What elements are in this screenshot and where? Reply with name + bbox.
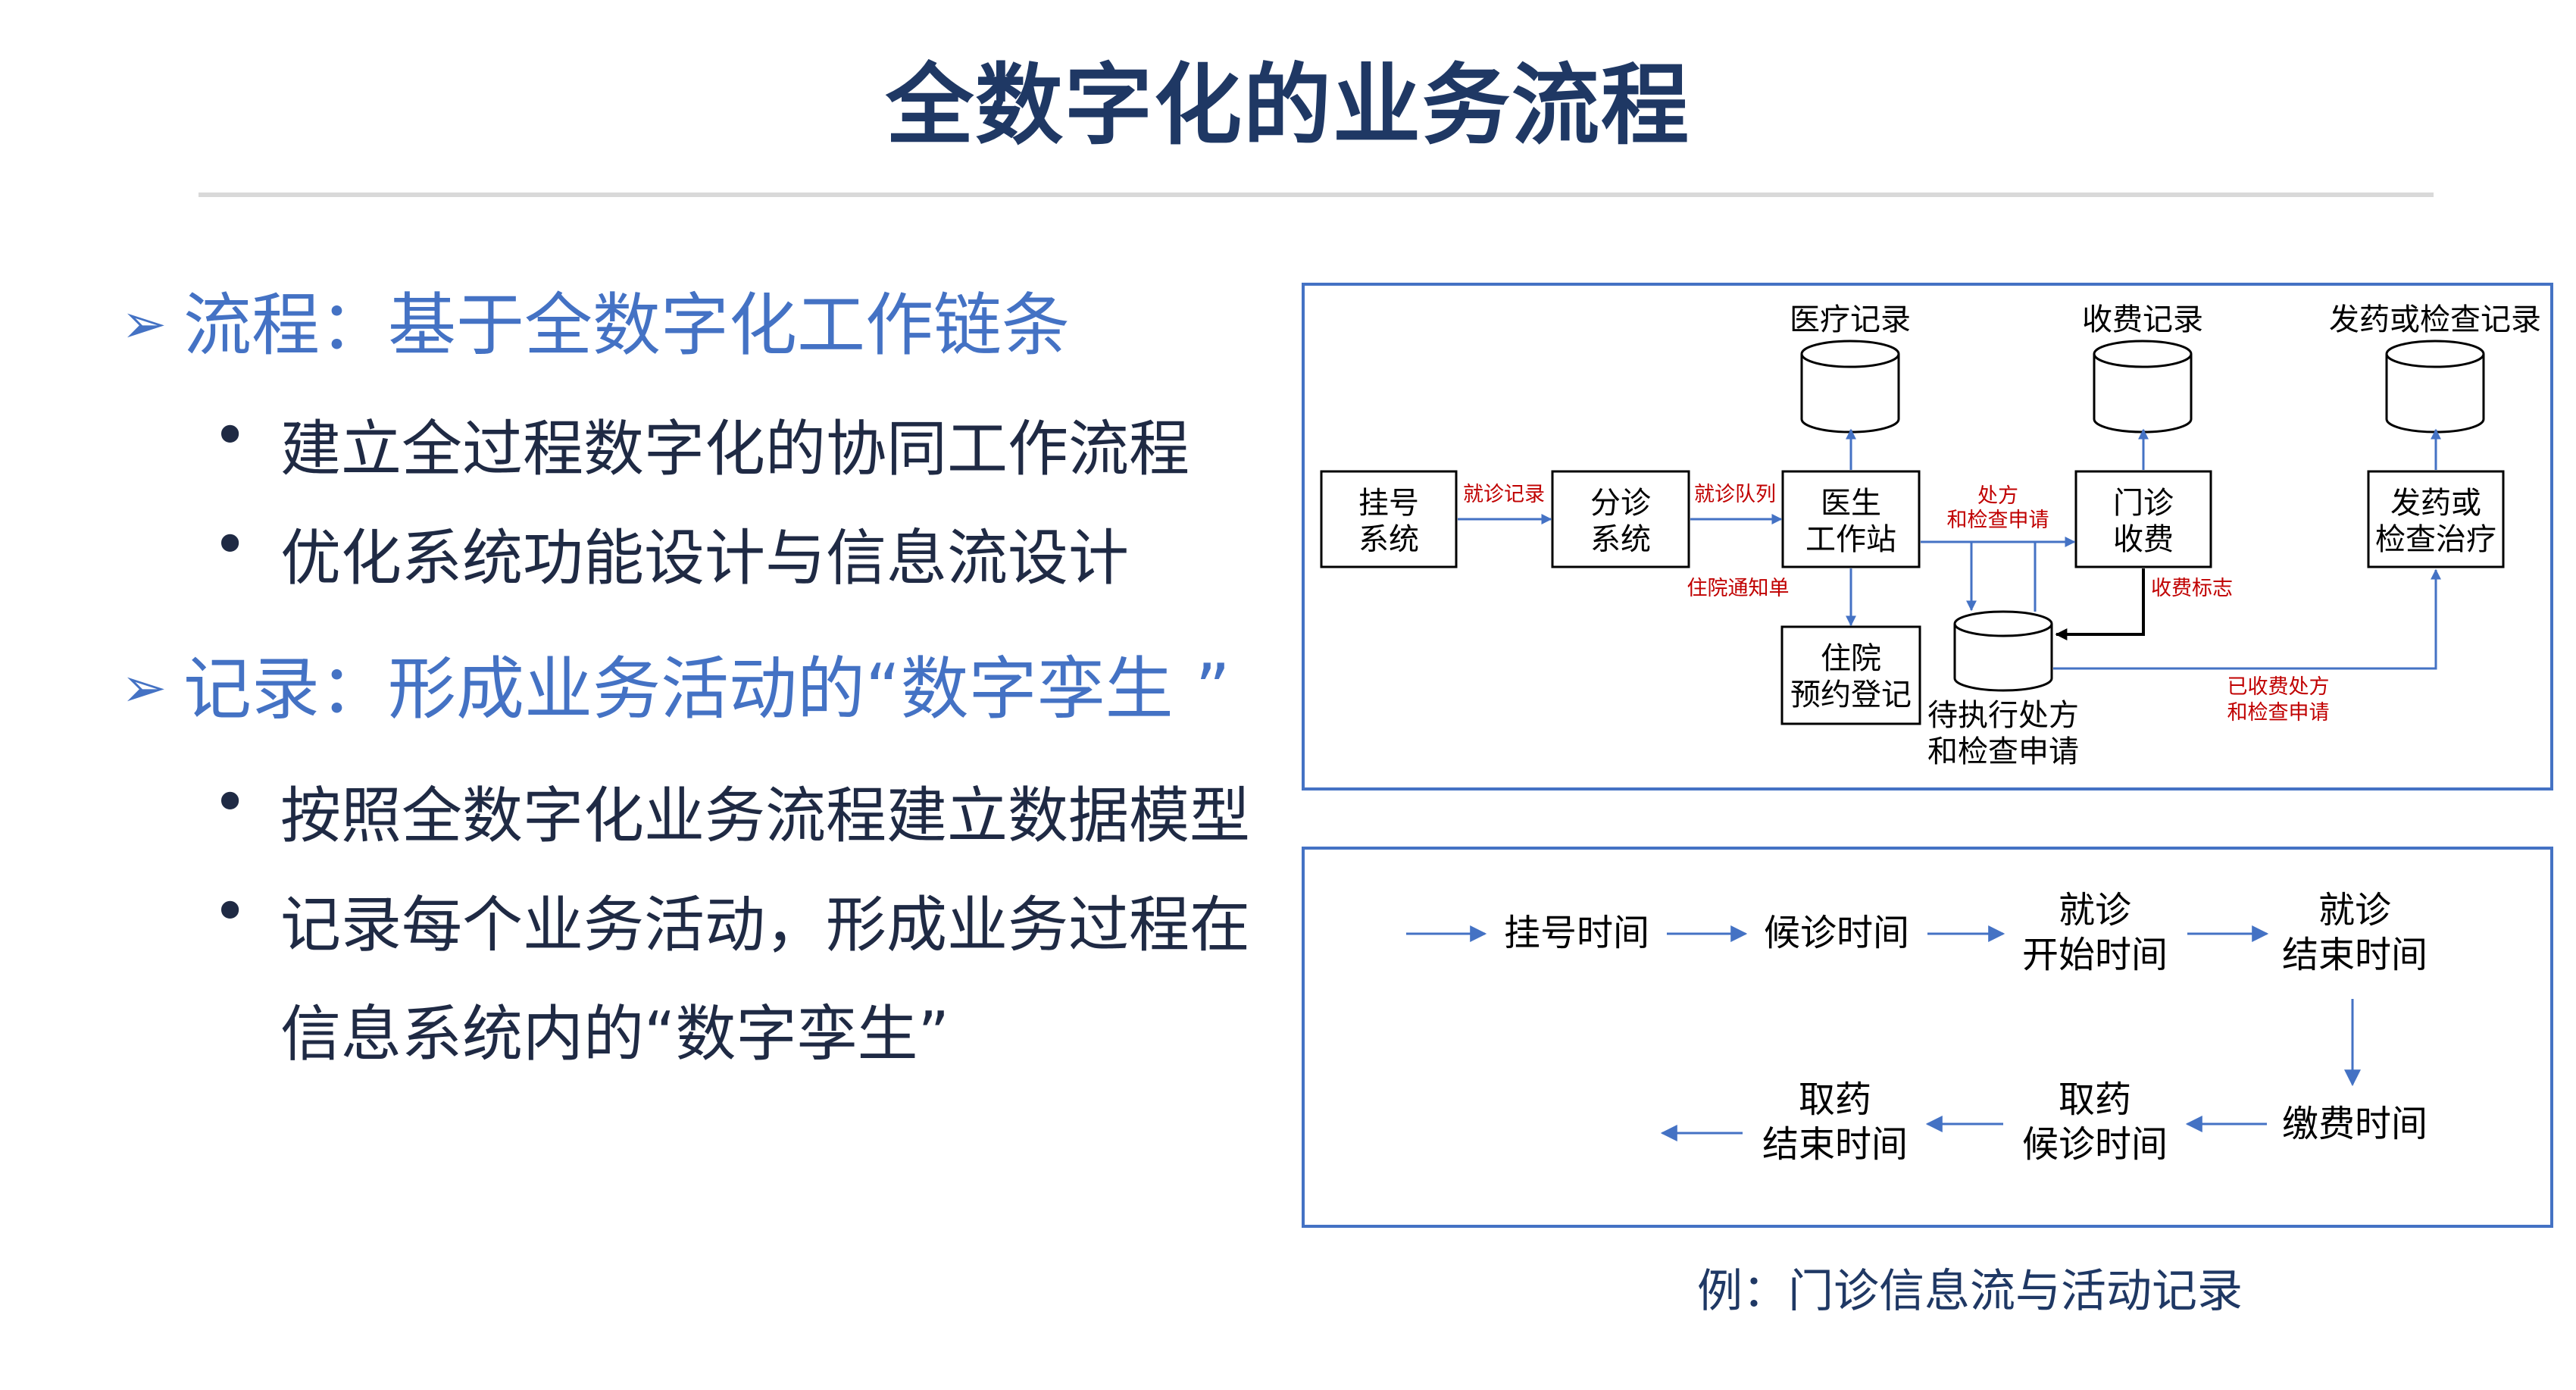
box-label: 收费 [2113,522,2174,557]
timeline-step: 开始时间 [2022,934,2168,976]
db-label-medical-record: 医疗记录 [1790,302,1911,337]
flow-arrow [2053,568,2441,670]
bullet-item: • 按照全数字化业务流程建立数据模型 [212,767,1250,855]
edge-label: 和检查申请 [1947,509,2049,532]
db-label-dispense-record: 发药或检查记录 [2329,302,2541,337]
db-cylinder-medical-record [1800,340,1900,434]
information-flow-svg: 医疗记录 收费记录 发药或检查记录 挂号 系统 分诊 系统 医生 工作站 门诊 … [1320,302,2541,769]
heading-record-text: 记录：形成业务活动的“数字孪生 ” [183,650,1230,729]
edge-label: 就诊记录 [1463,483,1545,506]
box-outpatient-cashier [2074,470,2212,568]
bullet-text: 建立全过程数字化的协同工作流程 [280,414,1190,484]
bullet-text: 记录每个业务活动，形成业务过程在 [280,890,1250,960]
db-label-pending: 和检查申请 [1927,734,2079,769]
bullet-dot-icon: • [212,400,249,471]
box-triage-system [1551,470,1690,568]
box-label: 挂号 [1358,486,1419,521]
timeline-step: 取药 [2059,1079,2131,1121]
box-label: 门诊 [2113,486,2174,521]
bullet-dot-icon: • [212,876,249,947]
bullet-item: • 记录每个业务活动，形成业务过程在 [212,876,1250,964]
edge-label: 和检查申请 [2227,701,2330,725]
box-doctor-workstation [1781,470,1921,568]
db-label-pending: 待执行处方 [1927,698,2079,733]
bullet-text: 按照全数字化业务流程建立数据模型 [280,781,1250,851]
timeline-step: 挂号时间 [1504,912,1649,954]
db-label-fee-record: 收费记录 [2082,302,2203,337]
db-cylinder-dispense-record [2385,340,2485,434]
bullet-item: • 优化系统功能设计与信息流设计 [212,509,1129,597]
box-label: 预约登记 [1790,678,1912,712]
box-label: 发药或 [2390,486,2481,521]
arrow-bullet-icon: ➢ [121,292,167,355]
arrow-bullet-icon: ➢ [121,656,167,719]
edge-label: 处方 [1977,484,2018,508]
box-inpatient-booking [1780,625,1921,725]
bullet-dot-icon: • [212,767,249,837]
db-cylinder-fee-record [2093,340,2193,434]
heading-record: ➢ 记录：形成业务活动的“数字孪生 ” [121,634,1230,732]
paid-flag-arrow [2055,568,2145,640]
heading-process: ➢ 流程：基于全数字化工作链条 [121,270,1070,368]
box-label: 系统 [1358,522,1419,557]
bullet-item: • 建立全过程数字化的协同工作流程 [212,400,1190,488]
box-label: 工作站 [1805,522,1896,557]
timeline-step: 缴费时间 [2282,1103,2428,1145]
timeline-step: 取药 [1799,1079,1871,1121]
edge-label: 收费标志 [2151,577,2233,600]
bullet-text-continuation: 信息系统内的“数字孪生” [280,999,949,1069]
timeline-step: 候诊时间 [2022,1123,2168,1166]
information-flow-diagram: 医疗记录 收费记录 发药或检查记录 挂号 系统 分诊 系统 医生 工作站 门诊 … [1302,283,2553,790]
box-registration-system [1320,470,1458,568]
heading-process-text: 流程：基于全数字化工作链条 [183,286,1070,365]
db-cylinder-pending-orders [1953,610,2053,692]
figure-caption: 例：门诊信息流与活动记录 [1697,1265,2243,1318]
box-dispense-treatment [2367,470,2505,568]
edge-label: 就诊队列 [1694,483,1776,506]
timeline-step: 就诊 [2059,889,2131,931]
edge-label: 已收费处方 [2227,675,2330,699]
box-label: 系统 [1590,522,1651,557]
page-title: 全数字化的业务流程 [886,55,1690,157]
box-label: 分诊 [1590,486,1651,521]
timeline-step: 候诊时间 [1764,912,1909,954]
title-divider [199,193,2434,197]
box-label: 检查治疗 [2375,522,2496,557]
timeline-step: 结束时间 [2282,934,2428,976]
timeline-step: 就诊 [2318,889,2391,931]
activity-timeline-diagram: 挂号时间 候诊时间 就诊 开始时间 就诊 结束时间 缴费时间 取药 候诊时间 取… [1302,847,2553,1228]
timeline-step: 结束时间 [1762,1123,1908,1166]
box-label: 住院 [1821,641,1881,676]
edge-label: 住院通知单 [1687,577,1790,600]
activity-timeline-svg: 挂号时间 候诊时间 就诊 开始时间 就诊 结束时间 缴费时间 取药 候诊时间 取… [1406,889,2428,1166]
bullet-dot-icon: • [212,509,249,580]
bullet-text: 优化系统功能设计与信息流设计 [280,523,1129,593]
box-label: 医生 [1821,486,1881,521]
